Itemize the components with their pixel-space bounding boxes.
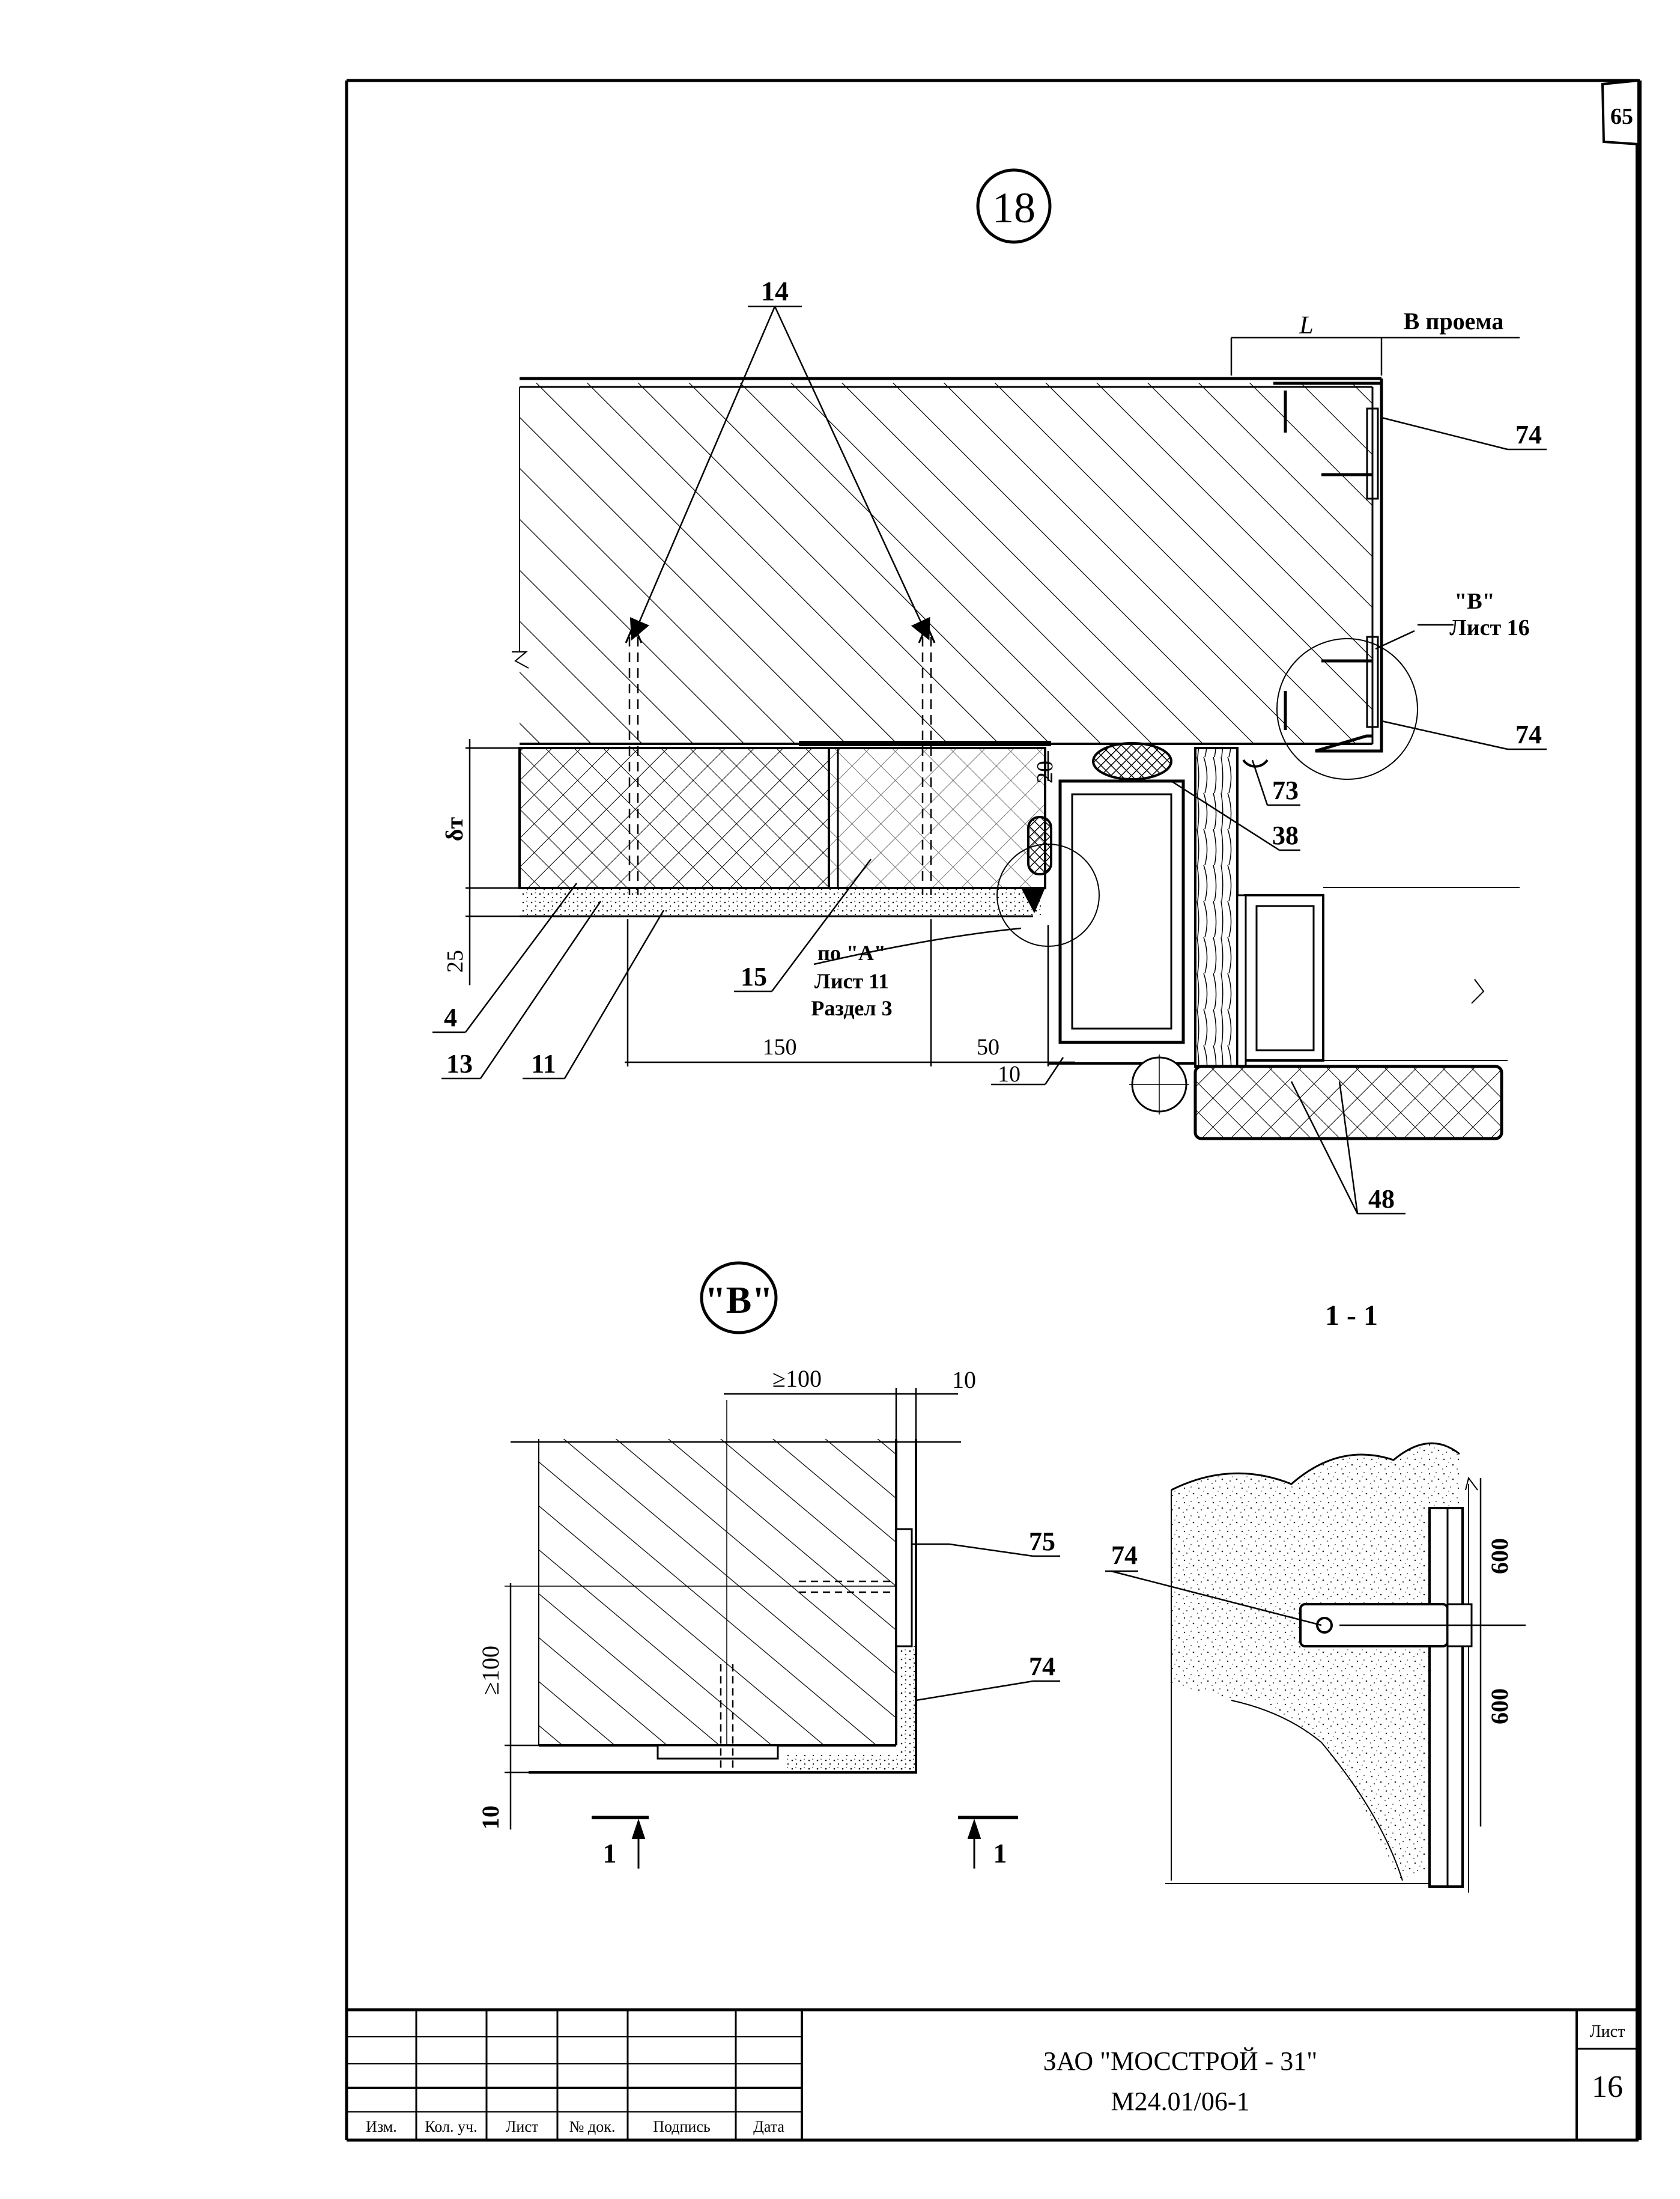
leaders-left bbox=[432, 859, 1022, 1080]
leaders-right bbox=[1171, 416, 1547, 1215]
dim-L bbox=[1230, 336, 1520, 376]
header-list: Лист bbox=[506, 2118, 538, 2135]
view-b-dowels bbox=[720, 1580, 896, 1772]
dim-L-label: L bbox=[1299, 312, 1313, 339]
plaster-layer bbox=[520, 887, 1045, 917]
sheet-frame bbox=[345, 79, 1642, 2142]
section-mark-right: 1 bbox=[993, 1838, 1007, 1869]
dim-10-horizontal: 10 bbox=[952, 1366, 976, 1393]
callout-74-bottom: 74 bbox=[1515, 720, 1542, 749]
leader-14 bbox=[629, 305, 930, 641]
callout-14: 14 bbox=[761, 276, 789, 306]
concrete-wall bbox=[512, 377, 1383, 751]
window-sill bbox=[1129, 1054, 1503, 1140]
sheet-tab-number: 65 bbox=[1610, 104, 1633, 129]
callout-38: 38 bbox=[1272, 821, 1299, 850]
ref-b-label: "В" bbox=[1454, 589, 1495, 614]
view-b-wall bbox=[505, 1400, 917, 1774]
header-signature: Подпись bbox=[653, 2118, 711, 2135]
ref-a-section: Раздел 3 bbox=[811, 996, 892, 1020]
callout-74-top: 74 bbox=[1515, 420, 1542, 449]
detail-number: 18 bbox=[992, 184, 1036, 232]
section-marks bbox=[592, 1816, 1018, 1869]
dim-opening-label: В проема bbox=[1404, 308, 1504, 335]
section-1-1-wall bbox=[1165, 1442, 1478, 1893]
callout-4: 4 bbox=[444, 1003, 457, 1032]
sheet-number: 16 bbox=[1592, 2070, 1623, 2104]
header-izm: Изм. bbox=[366, 2118, 397, 2135]
dim-10-vertical: 10 bbox=[477, 1805, 504, 1829]
dim-25: 25 bbox=[443, 950, 468, 973]
document-code: М24.01/06-1 bbox=[1111, 2087, 1250, 2116]
seal-38 bbox=[1092, 742, 1172, 780]
detail-b-reference-circle bbox=[1276, 638, 1418, 780]
ref-a-sheet: Лист 11 bbox=[814, 969, 889, 993]
insulation-layer bbox=[518, 747, 1046, 889]
view-b-dims bbox=[505, 1388, 1060, 1829]
section-1-1-title: 1 - 1 bbox=[1325, 1300, 1378, 1331]
detail-18-badge: 18 bbox=[976, 168, 1052, 244]
callout-15: 15 bbox=[741, 962, 767, 991]
callout-74-view-b: 74 bbox=[1029, 1652, 1055, 1681]
dim-20: 20 bbox=[1033, 761, 1058, 783]
callout-75: 75 bbox=[1029, 1527, 1055, 1556]
dim-150: 150 bbox=[763, 1035, 797, 1060]
ref-a-label: по "А" bbox=[817, 941, 886, 965]
dim-bottom bbox=[625, 751, 1075, 1086]
window-frame bbox=[1048, 747, 1520, 1068]
dowels-14 bbox=[628, 637, 932, 895]
bracket-74 bbox=[1273, 382, 1383, 753]
callout-48: 48 bbox=[1368, 1184, 1395, 1214]
dim-600-bottom: 600 bbox=[1486, 1688, 1513, 1724]
title-block bbox=[347, 2008, 1639, 2140]
header-date: Дата bbox=[753, 2118, 784, 2135]
dim-left bbox=[465, 739, 520, 985]
view-b-title: "В" bbox=[705, 1279, 773, 1321]
section-1-1-dims bbox=[1105, 1478, 1526, 1826]
dim-ge100-vertical: ≥100 bbox=[477, 1646, 504, 1695]
callout-11: 11 bbox=[531, 1049, 556, 1078]
sheet-tab: 65 bbox=[1601, 79, 1640, 146]
company-name: ЗАО "МОССТРОЙ - 31" bbox=[1043, 2046, 1318, 2076]
corner-73 bbox=[1242, 759, 1269, 768]
header-doc-no: № док. bbox=[569, 2118, 616, 2135]
dim-600-top: 600 bbox=[1486, 1538, 1513, 1574]
section-mark-left: 1 bbox=[603, 1838, 617, 1869]
callout-73: 73 bbox=[1272, 776, 1299, 805]
dim-50: 50 bbox=[977, 1035, 999, 1060]
callout-13: 13 bbox=[446, 1049, 473, 1078]
header-kol-uch: Кол. уч. bbox=[425, 2118, 477, 2135]
dim-insulation-thickness: δт bbox=[441, 817, 468, 841]
sheet-label: Лист bbox=[1590, 2022, 1625, 2041]
dim-10: 10 bbox=[998, 1062, 1020, 1087]
title-block-headers: Изм. Кол. уч. Лист № док. Подпись Дата bbox=[366, 2118, 784, 2135]
seal-a bbox=[1027, 816, 1052, 875]
dim-ge100-horizontal: ≥100 bbox=[772, 1365, 822, 1392]
callout-74-section: 74 bbox=[1111, 1541, 1138, 1570]
ref-b-sheet: Лист 16 bbox=[1449, 615, 1529, 640]
view-b-badge: "В" bbox=[700, 1261, 778, 1334]
